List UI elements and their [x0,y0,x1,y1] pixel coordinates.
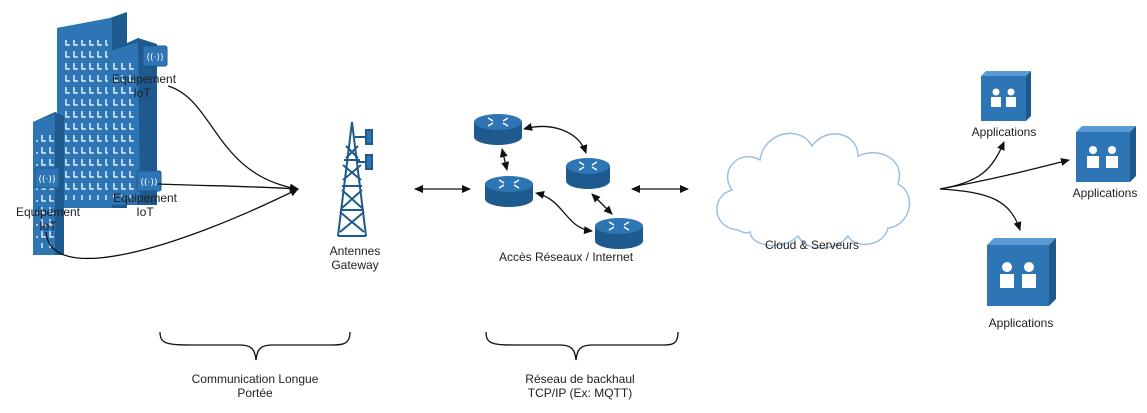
radio-links [45,85,299,260]
router-icon [474,114,522,145]
brace-left [159,331,351,361]
router-icon [485,176,533,207]
brace-right [485,331,679,361]
application-label: Applications [1072,186,1138,200]
application-label: Applications [971,125,1037,139]
application-icon [1076,126,1136,182]
svg-text:((·)): ((·)) [147,53,164,63]
iot-device-icon: ((·)) [34,167,60,189]
router-links [499,123,613,235]
network-label: Accès Réseaux / Internet [498,250,634,264]
app-links [939,141,1070,231]
router-icon [595,218,643,249]
gateway-antenna-icon [337,121,373,237]
router-icon [566,158,610,189]
application-icon [981,71,1031,121]
iot-device-icon: ((·)) [136,170,162,192]
application-icon [987,238,1056,306]
svg-text:((·)): ((·)) [39,175,56,185]
application-label: Applications [988,316,1054,330]
svg-text:((·)): ((·)) [141,178,158,188]
cloud-label: Cloud & Serveurs [764,238,860,252]
cloud-icon [716,132,911,249]
iot-device-icon: ((·)) [142,45,168,67]
